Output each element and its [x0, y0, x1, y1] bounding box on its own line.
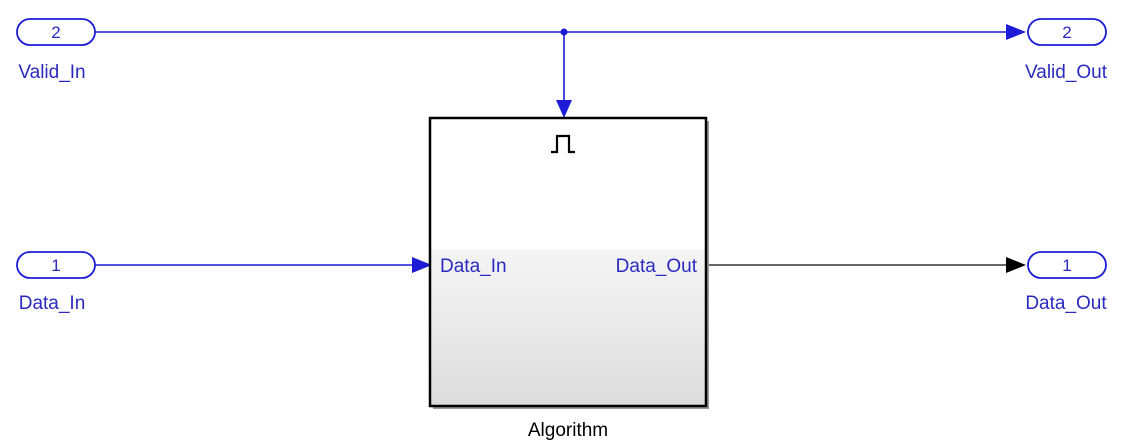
inport-number: 2 [51, 23, 60, 42]
inport-label-data-in: Data_In [19, 293, 86, 314]
data-out-arrowhead [1006, 257, 1026, 273]
outport-label-data-out: Data_Out [1025, 293, 1107, 314]
subsystem-algorithm[interactable]: Data_In Data_Out [428, 116, 709, 409]
outport-data-out[interactable]: 1 [1027, 251, 1107, 279]
subsystem-name-label: Algorithm [528, 420, 608, 441]
outport-number: 2 [1062, 23, 1071, 42]
inport-valid-in[interactable]: 2 [16, 18, 96, 46]
inport-data-in[interactable]: 1 [16, 251, 96, 279]
subsystem-input-port-label: Data_In [440, 256, 507, 277]
valid-out-arrowhead [1006, 24, 1026, 40]
outport-number: 1 [1062, 256, 1071, 275]
subsystem-output-port-label: Data_Out [616, 256, 698, 277]
outport-label-valid-out: Valid_Out [1025, 62, 1108, 83]
enable-arrowhead [556, 100, 572, 118]
block-body[interactable] [428, 116, 708, 408]
pulse-enable-icon [551, 134, 575, 154]
inport-label-valid-in: Valid_In [18, 62, 85, 83]
inport-number: 1 [51, 256, 60, 275]
data-in-arrowhead [412, 257, 432, 273]
outport-valid-out[interactable]: 2 [1027, 18, 1107, 46]
